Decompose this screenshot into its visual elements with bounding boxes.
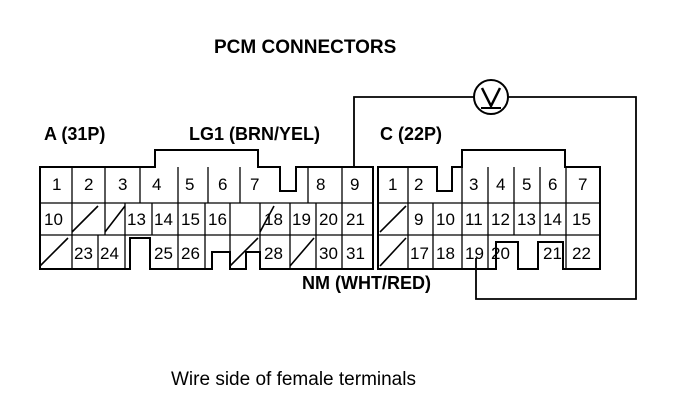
pin-label: 13 bbox=[127, 210, 146, 229]
connector-c-label: C (22P) bbox=[380, 124, 442, 144]
pin-label: 2 bbox=[414, 175, 423, 194]
pin-label: 21 bbox=[543, 244, 562, 263]
connector-a-pins: 1 2 3 4 5 6 7 8 9 10 13 14 15 16 18 19 2… bbox=[44, 175, 365, 263]
pin-label: 28 bbox=[264, 244, 283, 263]
pin-label: 26 bbox=[181, 244, 200, 263]
pin-label: 5 bbox=[185, 175, 194, 194]
pin-label: 10 bbox=[436, 210, 455, 229]
pin-label: 1 bbox=[52, 175, 61, 194]
pin-label: 30 bbox=[319, 244, 338, 263]
pin-label: 18 bbox=[264, 210, 283, 229]
pin-label: 13 bbox=[517, 210, 536, 229]
pin-label: 3 bbox=[469, 175, 478, 194]
pin-label: 23 bbox=[74, 244, 93, 263]
pin-label: 18 bbox=[436, 244, 455, 263]
pin-label: 2 bbox=[84, 175, 93, 194]
pin-label: 20 bbox=[491, 244, 510, 263]
test-lead-wires bbox=[353, 96, 637, 300]
connector-a-label: A (31P) bbox=[44, 124, 105, 144]
pin-label: 10 bbox=[44, 210, 63, 229]
pin-label: 4 bbox=[496, 175, 505, 194]
pin-label: 1 bbox=[388, 175, 397, 194]
pin-label: 15 bbox=[572, 210, 591, 229]
pin-label: 20 bbox=[319, 210, 338, 229]
pin-label: 17 bbox=[410, 244, 429, 263]
connector-a bbox=[39, 149, 374, 270]
pin-label: 14 bbox=[543, 210, 562, 229]
pin-label: 7 bbox=[250, 175, 259, 194]
pin-label: 21 bbox=[346, 210, 365, 229]
lg1-wire-label: LG1 (BRN/YEL) bbox=[189, 124, 320, 144]
pin-label: 19 bbox=[292, 210, 311, 229]
pin-label: 15 bbox=[181, 210, 200, 229]
diagram-title: PCM CONNECTORS bbox=[214, 37, 396, 58]
nm-wire-label: NM (WHT/RED) bbox=[302, 273, 431, 293]
pin-label: 31 bbox=[346, 244, 365, 263]
pin-label: 12 bbox=[491, 210, 510, 229]
pin-label: 6 bbox=[548, 175, 557, 194]
pin-label: 11 bbox=[465, 210, 483, 229]
pin-label: 9 bbox=[350, 175, 359, 194]
pin-label: 16 bbox=[208, 210, 227, 229]
pin-label: 22 bbox=[572, 244, 591, 263]
voltmeter-symbol bbox=[473, 79, 509, 115]
pin-label: 9 bbox=[414, 210, 423, 229]
pin-label: 6 bbox=[218, 175, 227, 194]
caption: Wire side of female terminals bbox=[171, 369, 416, 390]
pin-label: 25 bbox=[154, 244, 173, 263]
pin-label: 7 bbox=[578, 175, 587, 194]
connector-c bbox=[377, 149, 601, 270]
pin-label: 19 bbox=[465, 244, 484, 263]
pin-label: 24 bbox=[100, 244, 119, 263]
pin-label: 4 bbox=[152, 175, 161, 194]
pin-label: 8 bbox=[316, 175, 325, 194]
connector-c-pins: 1 2 3 4 5 6 7 9 10 11 12 13 14 15 17 18 … bbox=[388, 175, 591, 263]
pin-label: 5 bbox=[522, 175, 531, 194]
pin-label: 3 bbox=[118, 175, 127, 194]
pin-label: 14 bbox=[154, 210, 173, 229]
